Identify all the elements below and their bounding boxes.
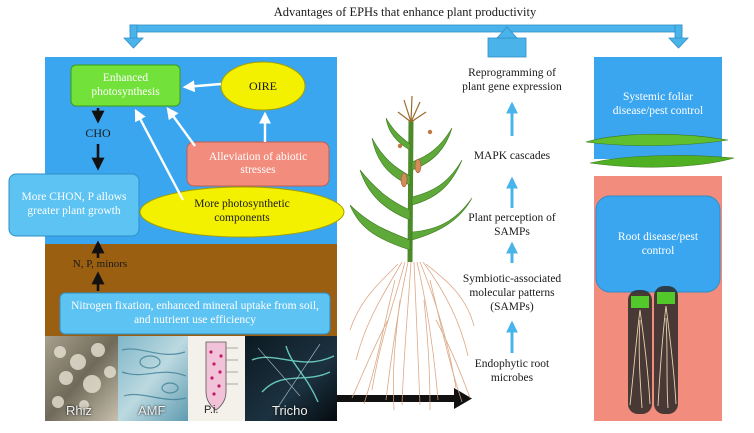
plant-roots (349, 261, 475, 411)
more-photosynthetic-label: More photosynthetic components (194, 198, 290, 224)
top-title: Advantages of EPHs that enhance plant pr… (273, 4, 537, 19)
root-control-label: Root disease/pest control (617, 231, 699, 257)
reprogramming-label: Reprogramming of plant gene expression (462, 67, 562, 93)
enhanced-photosynthesis-label: Enhanced photosynthesis (91, 72, 160, 98)
cho-label: CHO (85, 125, 111, 140)
mapk-label: MAPK cascades (473, 150, 551, 163)
more-photosynthetic-ellipse (139, 186, 345, 238)
oire-label: OIRE (249, 78, 277, 93)
oire-ellipse (220, 61, 306, 111)
more-chon-label: More CHON, P allows greater plant growth (21, 191, 127, 217)
systemic-control-label: Systemic foliar disease/pest control (612, 91, 704, 117)
white-arrows (134, 80, 271, 201)
amf-photo-label: AMF (138, 403, 166, 418)
tricho-photo-label: Tricho (272, 403, 308, 418)
alleviation-box (186, 141, 330, 187)
npk-label: N, P, minors (72, 258, 128, 270)
leaf-blades-illustration (585, 133, 735, 168)
bottom-black-arrow (337, 388, 472, 409)
top-feedback-arrows (123, 24, 689, 58)
enhanced-photosynthesis-box (70, 64, 181, 107)
rhiz-photo-label: Rhiz (66, 403, 93, 418)
samps-label: Symbiotic-associated molecular patterns … (462, 273, 562, 313)
microbe-photo-strip (45, 336, 337, 421)
test-tubes-illustration (628, 286, 678, 414)
plant-perception-label: Plant perception of SAMPs (468, 212, 556, 238)
maize-plant-illustration (349, 95, 475, 411)
nitrogen-fixation-label: Nitrogen fixation, enhanced mineral upta… (71, 299, 319, 326)
endophytic-microbes-label: Endophytic root microbes (474, 358, 550, 384)
more-chon-box (8, 173, 140, 237)
nitrogen-fixation-box (59, 292, 331, 335)
alleviation-label: Alleviation of abiotic stresses (208, 150, 308, 176)
amf-photo (118, 336, 188, 421)
root-tip-diagram (205, 341, 238, 411)
pi-photo-label: P.i. (204, 404, 219, 416)
